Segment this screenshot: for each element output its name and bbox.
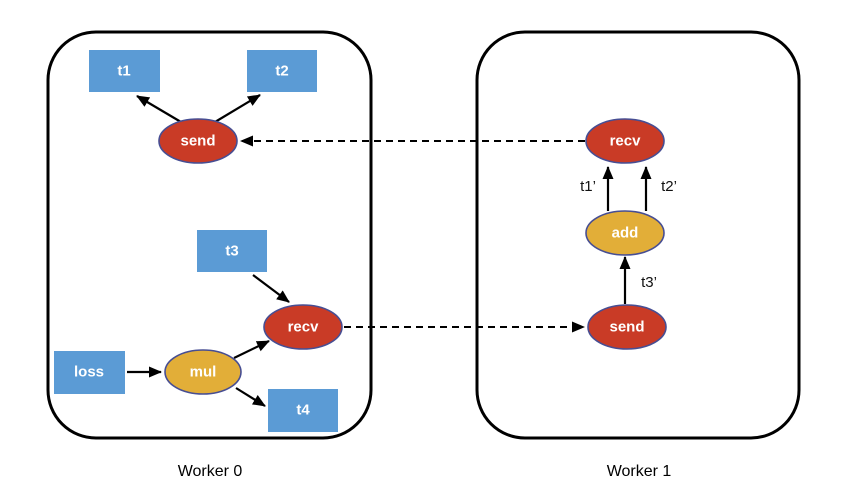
edge-label-t2-grad: t2’: [661, 178, 677, 195]
op-add-worker1: add: [585, 210, 665, 256]
tensor-t3-rect: [197, 230, 267, 272]
tensor-t3-label: t3: [225, 243, 238, 260]
tensor-t1-rect: [89, 50, 160, 92]
op-recv-worker0: recv: [263, 304, 343, 350]
op-send-worker1-label: send: [609, 319, 644, 336]
tensor-t2: t2: [247, 50, 317, 92]
tensor-t2-label: t2: [275, 63, 288, 80]
op-add-worker1-shape: [585, 210, 665, 256]
op-recv-worker1-shape: [585, 118, 665, 164]
edge-mul-to-t4: [235, 387, 266, 407]
tensor-loss-label: loss: [74, 364, 104, 381]
tensor-t1: t1: [89, 50, 160, 92]
worker1-caption: Worker 1: [607, 463, 672, 480]
tensor-t4: t4: [268, 389, 338, 432]
op-send-worker1: send: [587, 304, 667, 350]
edge-label-t1-grad: t1’: [580, 178, 596, 195]
op-recv-worker1: recv: [585, 118, 665, 164]
op-recv-worker1-label: recv: [610, 133, 642, 150]
tensor-t1-label: t1: [117, 63, 130, 80]
tensor-loss-rect: [54, 351, 125, 394]
worker0-box: [46, 30, 373, 440]
tensor-t4-label: t4: [296, 402, 310, 419]
tensor-t3: t3: [197, 230, 267, 272]
edge-send0-to-t2: [214, 94, 261, 123]
op-send-worker1-shape: [587, 304, 667, 350]
op-mul-worker0-shape: [164, 349, 242, 395]
edge-send0-to-t1: [136, 95, 182, 123]
op-recv-worker0-shape: [263, 304, 343, 350]
worker1-box: [475, 30, 801, 440]
op-send-worker0-label: send: [180, 133, 215, 150]
edge-label-t3-grad: t3’: [641, 274, 657, 291]
worker0-caption: Worker 0: [178, 463, 243, 480]
tensor-loss: loss: [54, 351, 125, 394]
edge-t3-to-recv0: [252, 274, 290, 303]
op-mul-worker0: mul: [164, 349, 242, 395]
op-send-worker0: send: [158, 118, 238, 164]
edge-mul-to-recv0: [233, 340, 270, 359]
tensor-t4-rect: [268, 389, 338, 432]
op-add-worker1-label: add: [612, 225, 639, 242]
tensor-t2-rect: [247, 50, 317, 92]
op-send-worker0-shape: [158, 118, 238, 164]
op-mul-worker0-label: mul: [190, 364, 217, 381]
op-recv-worker0-label: recv: [288, 319, 320, 336]
